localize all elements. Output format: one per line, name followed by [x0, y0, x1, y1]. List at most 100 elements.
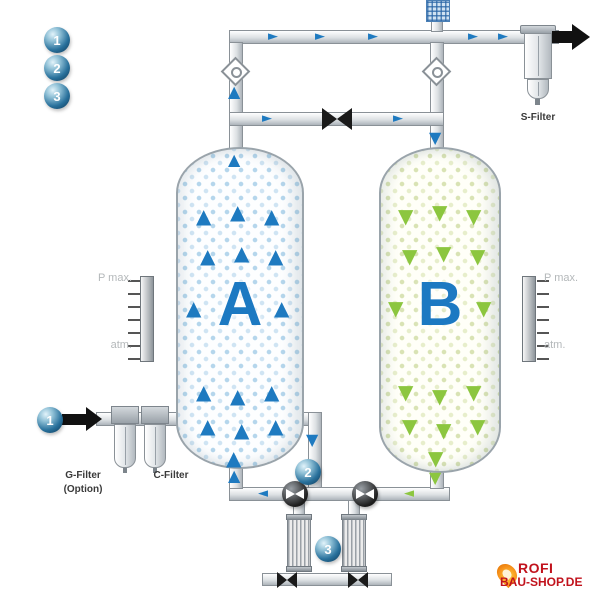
c-filter-label: C-Filter — [153, 470, 189, 481]
logo-text-2: BAU-SHOP.DE — [500, 575, 583, 589]
legend-marker-1-number: 1 — [53, 32, 61, 48]
gauge-left-pmax-label: P max. — [97, 272, 132, 284]
pipe-mid-vertical — [308, 412, 322, 498]
silencer-1 — [287, 519, 311, 567]
g-filter-bowl — [114, 424, 136, 468]
flow-down-icon: ▼ — [470, 244, 486, 268]
flow-right-icon: ► — [368, 29, 378, 44]
flow-right-icon: ► — [262, 111, 272, 126]
flow-left-icon: ◄ — [258, 486, 268, 501]
tower-b-label: B — [417, 270, 463, 339]
legend-marker-2-number: 2 — [53, 60, 61, 76]
inlet-arrow-stem — [62, 414, 86, 425]
flow-down-icon: ▼ — [306, 430, 319, 449]
flow-down-icon: ▼ — [436, 241, 452, 265]
tower-b — [379, 147, 501, 473]
check-valve-a-dot — [231, 67, 242, 78]
flow-down-icon: ▼ — [402, 414, 418, 438]
g-filter-drain — [123, 468, 127, 473]
tower-a-label: A — [217, 270, 263, 339]
flow-down-icon: ▼ — [398, 380, 414, 404]
exhaust-silencer-icon — [426, 0, 450, 22]
flow-down-icon: ▼ — [432, 384, 448, 408]
flow-up-icon: ▲ — [268, 244, 284, 268]
silencer-1-cap-bottom — [286, 566, 312, 572]
legend-marker-1: 1 — [44, 27, 70, 53]
check-valve-b-dot — [432, 67, 443, 78]
outlet-arrow-icon — [572, 24, 590, 50]
marker-inlet-1-number: 1 — [46, 412, 54, 428]
flow-up-icon: ▲ — [264, 380, 280, 404]
flow-up-icon: ▲ — [264, 204, 280, 228]
flow-up-icon: ▲ — [228, 82, 241, 101]
g-filter-option-label: (Option) — [63, 484, 103, 495]
flow-up-icon: ▲ — [196, 204, 212, 228]
outlet-arrow-stem — [552, 31, 572, 43]
tower-a — [176, 147, 304, 469]
flow-up-icon: ▲ — [234, 418, 250, 442]
gauge-right-atm-label: atm. — [544, 339, 566, 351]
flow-right-icon: ► — [268, 29, 278, 44]
flow-up-icon: ▲ — [186, 296, 202, 320]
logo-text-1: ROFI — [518, 560, 554, 576]
c-filter-drain — [153, 468, 157, 473]
s-filter-body — [524, 33, 552, 79]
silencer-2 — [342, 519, 366, 567]
purge-valve-2-icon — [348, 572, 368, 588]
flow-down-icon: ▼ — [388, 296, 404, 320]
flow-down-icon: ▼ — [428, 446, 444, 470]
g-filter-label: G-Filter — [65, 470, 101, 481]
flow-down-icon: ▼ — [466, 380, 482, 404]
flow-right-icon: ► — [315, 29, 325, 44]
ball-valve-2-icon — [352, 481, 378, 507]
purge-valve-1-icon — [277, 572, 297, 588]
gauge-left-ticks — [128, 280, 140, 360]
gauge-right-ticks — [537, 280, 549, 360]
silencer-2-cap-bottom — [341, 566, 367, 572]
crossover-valve-icon — [322, 108, 352, 130]
flow-left-icon: ◄ — [404, 486, 414, 501]
flow-up-icon: ▲ — [196, 380, 212, 404]
flow-down-icon: ▼ — [476, 296, 492, 320]
gauge-right-bar — [522, 276, 536, 362]
flow-down-icon: ▼ — [402, 244, 418, 268]
flow-right-icon: ► — [498, 29, 508, 44]
flow-up-icon: ▲ — [228, 466, 241, 485]
gauge-right-pmax-label: P max. — [544, 272, 579, 284]
marker-inlet-1: 1 — [37, 407, 63, 433]
flow-down-icon: ▼ — [466, 204, 482, 228]
c-filter-head — [141, 406, 169, 424]
flow-up-icon: ▲ — [234, 241, 250, 265]
flow-down-icon: ▼ — [429, 128, 442, 147]
ball-valve-1-icon — [282, 481, 308, 507]
legend-marker-3-number: 3 — [53, 88, 61, 104]
flow-down-icon: ▼ — [398, 204, 414, 228]
s-filter-drain — [535, 99, 540, 105]
g-filter-head — [111, 406, 139, 424]
marker-2-number: 2 — [304, 464, 312, 480]
s-filter-label: S-Filter — [520, 112, 556, 123]
flow-up-icon: ▲ — [268, 414, 284, 438]
flow-up-icon: ▲ — [274, 296, 290, 320]
flow-right-icon: ► — [393, 111, 403, 126]
flow-down-icon: ▼ — [429, 468, 442, 487]
marker-3: 3 — [315, 536, 341, 562]
flow-up-icon: ▲ — [230, 384, 246, 408]
flow-up-icon: ▲ — [228, 150, 241, 169]
flow-down-icon: ▼ — [436, 418, 452, 442]
flow-right-icon: ► — [468, 29, 478, 44]
gauge-left-atm-label: atm. — [110, 339, 132, 351]
c-filter-bowl — [144, 424, 166, 468]
flow-up-icon: ▲ — [200, 244, 216, 268]
marker-3-number: 3 — [324, 541, 332, 557]
flow-up-icon: ▲ — [226, 446, 242, 470]
flow-up-icon: ▲ — [200, 414, 216, 438]
gauge-left-bar — [140, 276, 154, 362]
s-filter-bowl — [527, 79, 549, 99]
legend-marker-3: 3 — [44, 83, 70, 109]
legend-marker-2: 2 — [44, 55, 70, 81]
site-logo: ROFI BAU-SHOP.DE — [492, 559, 598, 596]
flow-down-icon: ▼ — [432, 200, 448, 224]
flow-down-icon: ▼ — [470, 414, 486, 438]
